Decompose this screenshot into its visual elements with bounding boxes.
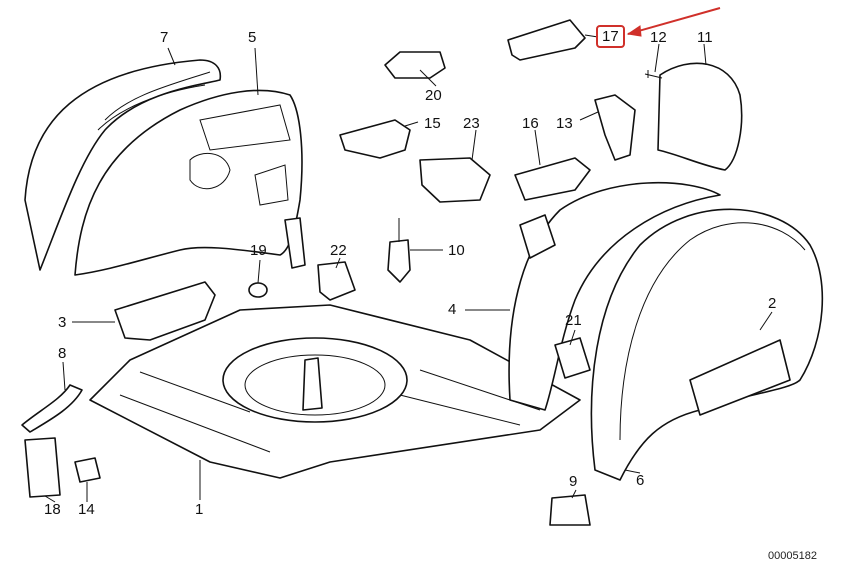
callout-9: 9 (569, 473, 578, 490)
part-7-wheel-arch-outer (24, 59, 222, 271)
callout-10: 10 (448, 242, 465, 259)
part-17 (507, 19, 586, 61)
callout-11: 11 (697, 29, 713, 46)
part-10 (387, 239, 411, 283)
part-20 (384, 51, 446, 79)
diagram-reference-number: 00005182 (768, 550, 817, 562)
callout-3: 3 (58, 314, 67, 331)
part-14 (74, 457, 101, 483)
callout-20: 20 (425, 87, 442, 104)
part-13 (594, 94, 636, 161)
part-2-6-wheel-arch (590, 208, 824, 481)
callout-2: 2 (768, 295, 777, 312)
part-9 (549, 494, 591, 526)
callout-4: 4 (448, 301, 457, 318)
part-12-screw (644, 70, 663, 79)
part-19 (248, 282, 268, 298)
callout-8: 8 (58, 345, 67, 362)
part-4-wheel-housing-inner (508, 181, 721, 411)
callout-21: 21 (565, 312, 582, 329)
part-23 (419, 157, 491, 203)
part-11 (657, 62, 743, 171)
part-18 (24, 437, 61, 498)
callout-18: 18 (44, 501, 61, 518)
part-15 (339, 119, 411, 159)
callout-1: 1 (195, 501, 204, 518)
callout-5: 5 (248, 29, 257, 46)
callout-19: 19 (250, 242, 267, 259)
callout-15: 15 (424, 115, 441, 132)
callout-17-highlighted: 17 (596, 25, 625, 48)
callout-13: 13 (556, 115, 573, 132)
highlight-arrow (627, 7, 721, 35)
callout-6: 6 (636, 472, 645, 489)
callout-7: 7 (160, 29, 169, 46)
callout-14: 14 (78, 501, 95, 518)
callout-12: 12 (650, 29, 667, 46)
callout-22: 22 (330, 242, 347, 259)
callout-16: 16 (522, 115, 539, 132)
highlight-arrowhead (626, 25, 642, 37)
part-5-wheel-housing-inner (74, 89, 303, 276)
part-8 (21, 384, 83, 433)
part-16 (514, 157, 591, 201)
part-3 (114, 281, 216, 341)
part-22 (317, 261, 356, 301)
part-21 (554, 337, 591, 379)
callout-23: 23 (463, 115, 480, 132)
